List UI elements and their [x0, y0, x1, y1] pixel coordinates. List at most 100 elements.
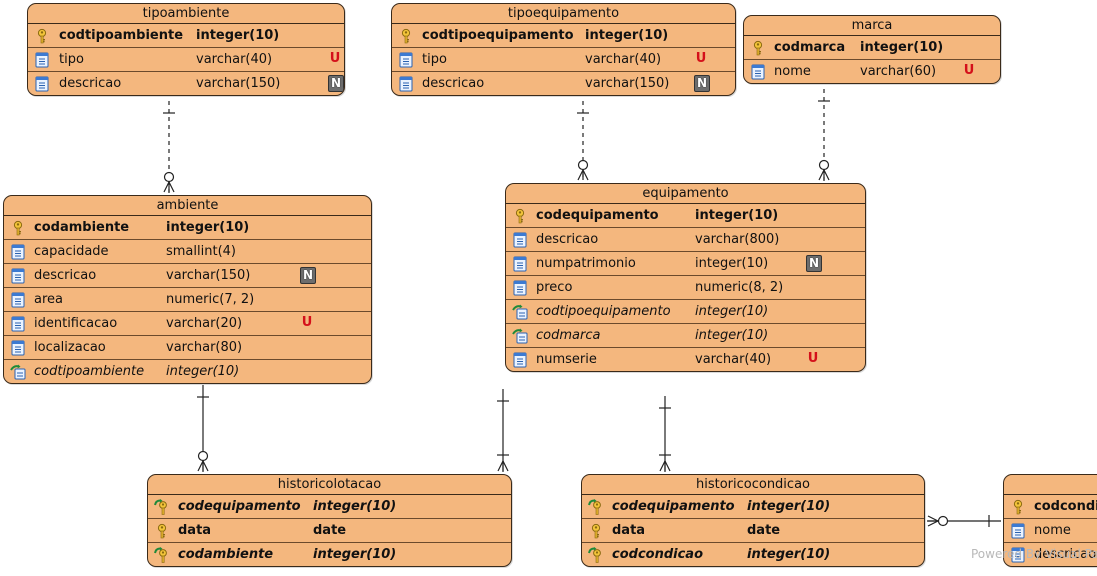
column-icon [10, 340, 26, 356]
column-type: integer(10) [196, 28, 280, 43]
unique-badge: U [329, 51, 341, 66]
unique-badge: U [963, 63, 975, 78]
column-type: numeric(8, 2) [695, 280, 784, 295]
column-row[interactable]: codcondi [1004, 495, 1097, 519]
column-name: codambiente [34, 220, 130, 235]
column-type: varchar(20) [166, 316, 243, 331]
relationship-ambiente-historicolotacao[interactable] [197, 385, 209, 472]
column-name: data [612, 523, 646, 538]
column-name: codtipoambiente [59, 28, 184, 43]
column-row[interactable]: codequipamento integer(10) [506, 204, 865, 228]
relationship-equipamento-historicolotacao[interactable] [497, 389, 509, 472]
column-icon [398, 76, 414, 92]
column-type: varchar(80) [166, 340, 243, 355]
column-type: integer(10) [695, 304, 769, 319]
relationship-condicao-historicocondicao[interactable] [927, 515, 1001, 527]
column-type: integer(10) [313, 547, 397, 562]
primary-key-icon [588, 523, 604, 539]
column-row[interactable]: codambiente integer(10) [4, 216, 371, 240]
unique-badge: U [695, 51, 707, 66]
primary-foreign-key-icon [588, 499, 604, 515]
unique-badge: U [807, 351, 819, 366]
relationship-equipamento-historicocondicao[interactable] [659, 396, 671, 472]
relationship-tipoambiente-ambiente[interactable] [163, 101, 175, 193]
column-type: numeric(7, 2) [166, 292, 255, 307]
relationship-tipoequipamento-equipamento[interactable] [577, 101, 589, 181]
nullable-badge: N [300, 267, 316, 284]
nullable-badge: N [328, 75, 344, 92]
relationship-marca-equipamento[interactable] [818, 89, 830, 181]
primary-key-icon [10, 220, 26, 236]
column-icon [34, 52, 50, 68]
primary-key-icon [1010, 499, 1026, 515]
entity-title: tipoequipamento [392, 4, 735, 24]
column-name: capacidade [34, 244, 109, 259]
column-type: integer(10) [166, 220, 250, 235]
column-icon [1010, 523, 1026, 539]
primary-key-icon [154, 523, 170, 539]
column-name: descricao [59, 76, 122, 91]
column-name: codequipamento [536, 208, 659, 223]
primary-key-icon [398, 28, 414, 44]
column-type: varchar(800) [695, 232, 780, 247]
nullable-badge: N [806, 255, 822, 272]
column-type: integer(10) [695, 328, 769, 343]
column-type: varchar(150) [166, 268, 251, 283]
column-name: codmarca [774, 40, 846, 55]
column-name: nome [774, 64, 811, 79]
column-type: integer(10) [695, 208, 779, 223]
column-type: date [313, 523, 347, 538]
column-row[interactable]: nome [1004, 519, 1097, 543]
column-row[interactable]: codtipoambiente integer(10) [28, 24, 344, 48]
column-icon [10, 292, 26, 308]
column-name: tipo [422, 52, 447, 67]
column-name: codtipoequipamento [422, 28, 574, 43]
column-type: integer(10) [166, 364, 240, 379]
foreign-key-icon [512, 304, 528, 320]
column-name: codequipamento [178, 499, 301, 514]
column-icon [10, 316, 26, 332]
column-type: integer(10) [747, 499, 831, 514]
column-row[interactable]: descricao [1004, 543, 1097, 566]
column-name: descricao [422, 76, 485, 91]
